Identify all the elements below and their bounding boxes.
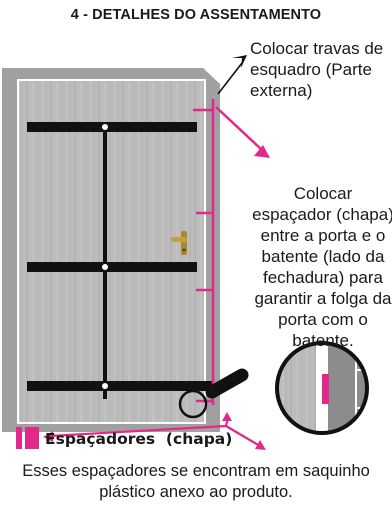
magnifier	[178, 368, 249, 419]
gap-arrows	[43, 412, 266, 450]
door-leaf	[19, 81, 204, 422]
legend-label: Espaçadores (chapa)	[45, 430, 233, 448]
footnote: Esses espaçadores se encontram em saquin…	[22, 462, 370, 501]
note-travas-esquadro: Colocar travas de esquadro (Parte extern…	[250, 39, 384, 100]
squaring-braces	[27, 122, 212, 399]
legend-swatch	[16, 427, 39, 449]
arrow-espacador	[215, 106, 270, 158]
section-title: 4 - DETALHES DO ASSENTAMENTO	[70, 7, 322, 23]
zoom-detail	[275, 341, 369, 435]
door-handle	[171, 231, 187, 255]
arrow-travas	[217, 55, 247, 95]
note-espacador: Colocar espaçador (chapa) entre a porta …	[252, 184, 392, 350]
